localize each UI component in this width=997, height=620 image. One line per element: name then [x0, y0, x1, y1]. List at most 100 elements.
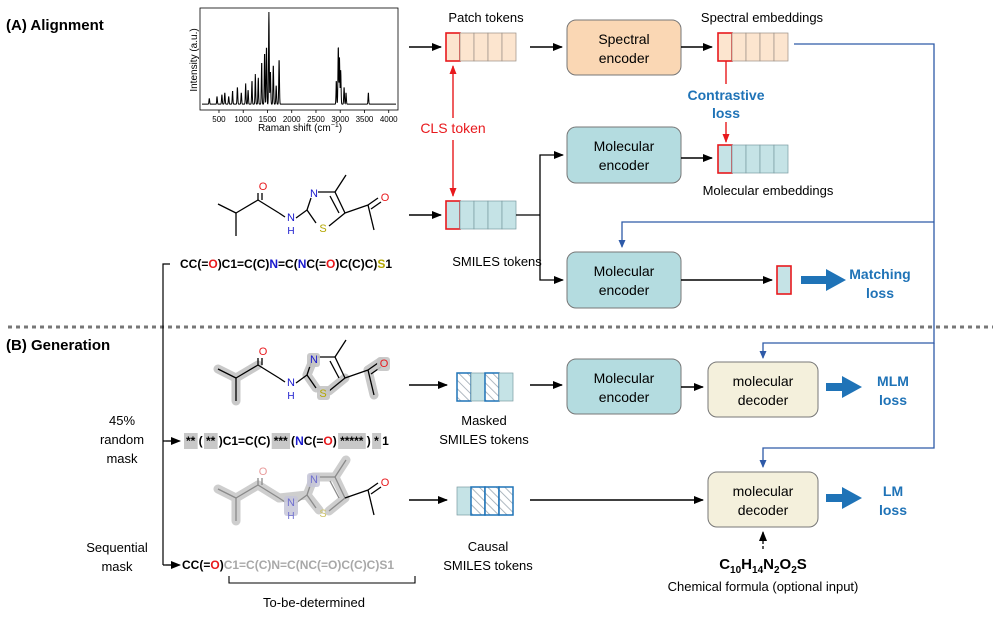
spectrum-x-tick-label: 2000 [283, 115, 301, 124]
to-be-determined-label: To-be-determined [263, 595, 365, 610]
svg-text:N: N [310, 474, 318, 486]
svg-text:loss: loss [712, 105, 740, 121]
masked-token: ** [186, 434, 196, 448]
smiles-tokens-label: SMILES tokens [452, 254, 542, 269]
matching-cls-embedding [776, 265, 792, 295]
mlm-loss-label: MLM loss [877, 373, 909, 408]
svg-text:O: O [381, 192, 390, 204]
sequential-mask-label: Sequential mask [86, 540, 148, 574]
spectrum-y-label: Intensity (a.u.) [189, 28, 200, 91]
contrastive-loss-label: Contrastive loss [687, 87, 764, 121]
svg-text:S: S [319, 223, 326, 235]
smiles-segment: CC(= [182, 558, 210, 572]
formula-subscript: 10 [730, 565, 742, 576]
smiles-segment: )C(C)C) [335, 257, 377, 271]
svg-text:molecular: molecular [733, 373, 794, 389]
svg-text:O: O [259, 346, 268, 358]
smiles-segment: )C1=C(C) [215, 434, 273, 448]
spectrum-x-tick-label: 3000 [331, 115, 349, 124]
svg-text:SMILES tokens: SMILES tokens [443, 558, 533, 573]
spectrum-x-tick-label: 4000 [380, 115, 398, 124]
spectrum-x-tick-label: 2500 [307, 115, 325, 124]
masked-token: *** [274, 434, 288, 448]
formula-element: O [780, 556, 792, 573]
spectrum-x-tick-label: 1500 [259, 115, 277, 124]
spectral-encoder-box: Spectral encoder [566, 19, 682, 76]
svg-text:O: O [380, 358, 389, 370]
feedback-branch-to-lm-decoder [759, 343, 935, 468]
masked-smiles-tokens-label: Masked SMILES tokens [439, 413, 529, 447]
spectral-embeddings-label: Spectral embeddings [701, 10, 824, 25]
svg-text:N: N [287, 377, 295, 389]
random-mask-label: 45% random mask [100, 413, 144, 466]
spectral-embedding-feedback-line [759, 43, 935, 359]
smiles-segment: O [326, 257, 335, 271]
svg-text:loss: loss [879, 392, 907, 408]
smiles-segment: ) [333, 434, 340, 448]
smiles-segment: C(= [306, 257, 326, 271]
smiles-segment: 1 [379, 434, 389, 448]
formula-element: N [763, 556, 774, 573]
svg-text:N: N [287, 212, 295, 224]
mask-highlight [184, 433, 198, 449]
svg-text:decoder: decoder [738, 502, 789, 518]
svg-text:encoder: encoder [599, 50, 650, 66]
smiles-segment: 1 [385, 257, 392, 271]
molecular-embeddings-label: Molecular embeddings [703, 183, 834, 198]
svg-text:mask: mask [106, 451, 138, 466]
molecular-encoder-top-box: Molecular encoder [566, 126, 682, 184]
svg-text:45%: 45% [109, 413, 135, 428]
svg-text:random: random [100, 432, 144, 447]
smiles-segment: N [298, 257, 307, 271]
mask-highlight [271, 433, 291, 449]
molecule-structure-masked: O N H N S O [213, 339, 390, 406]
patch-token-strip [445, 32, 517, 62]
svg-text:mask: mask [101, 559, 133, 574]
svg-text:H: H [287, 511, 294, 522]
spectrum-x-tick-label: 500 [212, 115, 226, 124]
svg-text:loss: loss [866, 285, 894, 301]
svg-text:Spectral: Spectral [598, 31, 649, 47]
smiles-segment: C1=C(C)N=C(NC(=O)C(C)C)S1 [224, 558, 395, 572]
smiles-segment: ) [363, 434, 374, 448]
matching-loss-label: Matching loss [849, 266, 910, 301]
smiles-segment: N [295, 434, 304, 448]
smiles-string-full: CC(=O)C1=C(C)N=C(NC(=O)C(C)C)S1 [180, 257, 392, 271]
smiles-segment: =C( [278, 257, 298, 271]
molecule-structure-top: O N H N S O [217, 174, 390, 237]
svg-text:N: N [287, 497, 295, 509]
svg-text:Causal: Causal [468, 539, 509, 554]
smiles-segment: ) [220, 558, 224, 572]
svg-text:Molecular: Molecular [594, 370, 655, 386]
mlm-decoder-box: molecular decoder [707, 361, 819, 418]
smiles-segment: )C1=C(C) [218, 257, 270, 271]
chemical-formula-caption: Chemical formula (optional input) [668, 579, 859, 594]
chemical-formula: C10H14N2O2S [719, 556, 807, 576]
spectrum-line [202, 11, 396, 105]
lm-decoder-box: molecular decoder [707, 471, 819, 528]
smiles-segment: ( [288, 434, 295, 448]
molecular-encoder-gen-box: Molecular encoder [566, 358, 682, 415]
formula-subscript: 14 [752, 565, 764, 576]
formula-subscript: 2 [774, 565, 780, 576]
smiles-segment: O [210, 558, 219, 572]
smiles-segment: ( [195, 434, 206, 448]
smiles-segment: N [269, 257, 278, 271]
spectrum-x-tick-label: 3500 [356, 115, 374, 124]
svg-text:O: O [259, 466, 268, 478]
svg-text:molecular: molecular [733, 483, 794, 499]
mlm-loss-arrow [826, 376, 862, 398]
mask-bracket-tree [162, 263, 176, 566]
svg-text:SMILES tokens: SMILES tokens [439, 432, 529, 447]
lm-loss-label: LM loss [879, 483, 907, 518]
smiles-segment: C(= [304, 434, 324, 448]
svg-text:H: H [287, 226, 294, 237]
svg-text:S: S [319, 388, 326, 400]
masked-token: ***** [340, 434, 364, 448]
cls-token-label: CLS token [420, 120, 485, 136]
svg-text:N: N [310, 354, 318, 366]
formula-element: S [797, 556, 807, 573]
svg-text:Sequential: Sequential [86, 540, 148, 555]
